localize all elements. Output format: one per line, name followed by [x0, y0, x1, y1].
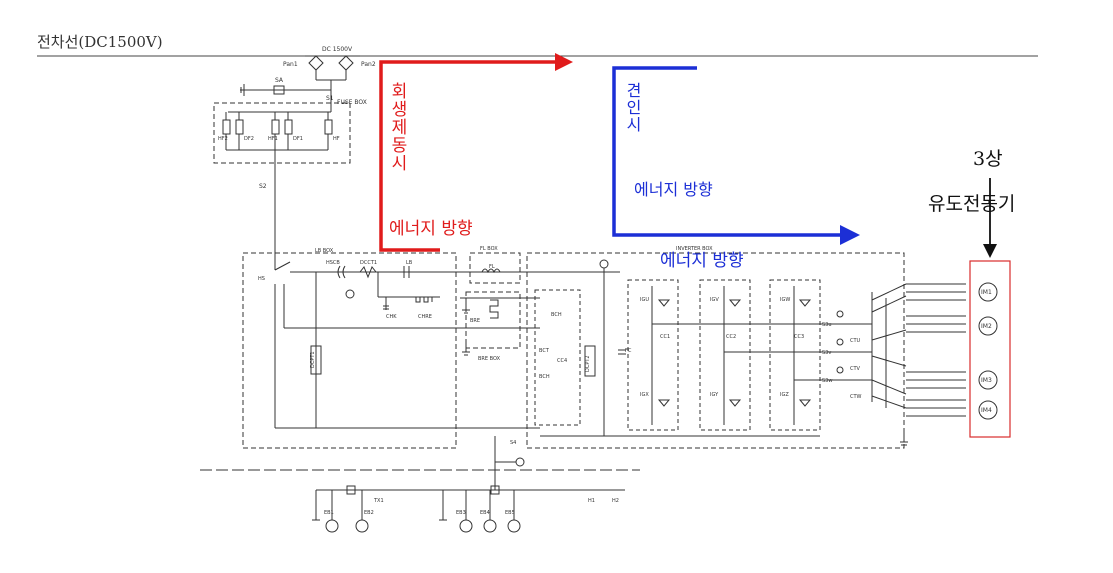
fuse-box-section: SA S1 FUSE BOX HF2 DF2 HF1 DF1 HF S2	[213, 77, 367, 262]
dcpt1-label: DCPT1	[310, 351, 316, 368]
fuse-hf1-label: HF1	[268, 136, 278, 142]
ctv-label: CTV	[850, 366, 861, 372]
motor-im1	[978, 282, 998, 302]
pantograph: DC 1500V Pan1 Pan2	[283, 46, 376, 92]
regen-arrowhead	[555, 53, 573, 71]
motors: IM1 IM2 IM3 IM4	[978, 282, 998, 420]
s3u-label: S3u	[822, 322, 832, 328]
regen-energy-label: 에너지 방향	[389, 219, 473, 239]
motor-im4	[978, 400, 998, 420]
motor-pointer-arrowhead	[983, 244, 997, 258]
s3w-label: S3w	[822, 378, 832, 384]
motor-connections	[906, 283, 966, 417]
cc3-label: CC3	[794, 334, 804, 340]
regen-energy-arrow	[379, 60, 558, 252]
dcct-label: DCCT1	[360, 260, 377, 266]
h2-label: H2	[612, 498, 619, 504]
igy-label: IGY	[710, 392, 719, 398]
motor-im3-label: IM3	[981, 377, 992, 384]
eb2-label: EB2	[364, 510, 374, 516]
traction-vertical-label: 견인시	[623, 82, 642, 133]
igu-label: IGU	[640, 297, 649, 303]
igv-label: IGV	[710, 297, 719, 303]
chre-label: CHRE	[418, 314, 432, 320]
tx1-label: TX1	[373, 498, 384, 504]
bch-top-label: BCH	[551, 312, 562, 318]
h1-label: H1	[588, 498, 595, 504]
pan1-label: Pan1	[283, 61, 298, 68]
lb-box-label: LB BOX	[315, 248, 334, 254]
motor-im4-label: IM4	[981, 407, 992, 414]
regen-vertical-label: 회생제동시	[387, 82, 407, 172]
eb4-label: EB4	[480, 510, 490, 516]
traction-energy-arrow	[612, 66, 842, 237]
ctw-label: CTW	[850, 394, 862, 400]
motor-im2	[978, 316, 998, 336]
inverter-box-label: INVERTER BOX	[676, 246, 713, 252]
sa-label: SA	[275, 77, 284, 84]
igz-label: IGZ	[780, 392, 789, 398]
igw-label: IGW	[780, 297, 790, 303]
bct-label: BCT	[539, 348, 550, 354]
cc4-label: CC4	[557, 358, 567, 364]
motor-phase-label: 3상	[973, 148, 1003, 170]
fuse-df1-label: DF1	[293, 136, 303, 142]
auxiliary-section: S4 TX1 H1 H2 EB1 EB2 EB3 EB4 EB5	[200, 436, 640, 533]
motor-im1-label: IM1	[981, 289, 992, 296]
cc2-label: CC2	[726, 334, 736, 340]
hscb-label: HSCB	[326, 260, 340, 266]
lb-label: LB	[406, 260, 413, 266]
bch-bottom-label: BCH	[539, 374, 550, 380]
traction-energy-label-upper: 에너지 방향	[634, 180, 713, 199]
motor-type-label: 유도전동기	[928, 193, 1016, 215]
induction-motor-box	[969, 260, 1011, 438]
bre-box-label: BRE BOX	[478, 356, 501, 362]
fuse-hf2-label: HF2	[218, 136, 228, 142]
hs-label: HS	[258, 276, 265, 282]
igx-label: IGX	[640, 392, 649, 398]
fl-label: FL	[489, 264, 495, 270]
filter-and-brake-box: FL BOX FL BRE BOX BRE	[460, 246, 620, 362]
s4-label: S4	[510, 440, 516, 446]
s2-label: S2	[259, 183, 267, 190]
cc1-label: CC1	[660, 334, 670, 340]
eb5-label: EB5	[505, 510, 515, 516]
bre-label: BRE	[470, 318, 480, 324]
fuse-hf-label: HF	[333, 136, 340, 142]
pantograph-voltage-label: DC 1500V	[322, 46, 353, 53]
ctu-label: CTU	[850, 338, 861, 344]
fl-box-label: FL BOX	[480, 246, 498, 252]
chk-label: CHK	[386, 314, 397, 320]
s3v-label: S3v	[822, 350, 831, 356]
fuse-df2-label: DF2	[244, 136, 254, 142]
eb1-label: EB1	[324, 510, 334, 516]
lb-box: LB BOX HS HSCB DCCT1 LB CHK CHRE DCPT1	[242, 248, 540, 449]
motor-im3	[978, 370, 998, 390]
motor-im2-label: IM2	[981, 323, 992, 330]
inverter-box: INVERTER BOX BCH BCT BCH CC4 DCPT2 FC IG…	[526, 246, 908, 449]
eb3-label: EB3	[456, 510, 466, 516]
s1-label: S1	[326, 95, 334, 102]
traction-arrowhead	[840, 225, 860, 245]
catenary-voltage-label: 전차선(DC1500V)	[37, 33, 163, 51]
traction-energy-label-lower: 에너지 방향	[660, 251, 744, 271]
dcpt2-label: DCPT2	[585, 355, 591, 372]
fuse-box-label: FUSE BOX	[337, 99, 367, 106]
pan2-label: Pan2	[361, 61, 376, 68]
